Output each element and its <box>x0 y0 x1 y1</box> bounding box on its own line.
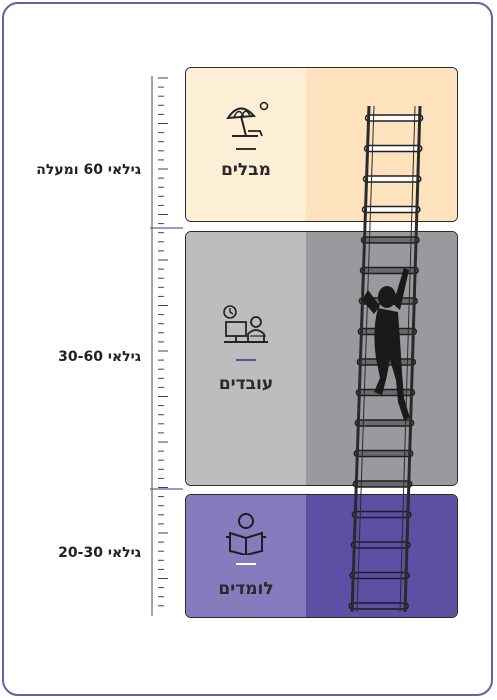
reading-person-icon <box>226 513 266 555</box>
climber-silhouette <box>362 268 410 420</box>
ladder-rung <box>362 175 422 183</box>
stage-working-title: עובדים <box>218 374 274 394</box>
right-rail-outer <box>403 105 422 613</box>
ladder-rung <box>364 114 424 122</box>
stage-studying-title: לומדים <box>218 579 274 599</box>
stage-studying-left <box>186 495 306 617</box>
ladder-rung <box>353 449 414 458</box>
left-rail <box>350 105 371 613</box>
stage-retired-left <box>186 68 306 221</box>
ladder-rung <box>359 266 419 275</box>
ladder-rung <box>348 602 409 610</box>
stage-studying-dash <box>236 563 256 565</box>
ladder-rung <box>349 571 410 580</box>
ladder-rung <box>352 480 413 488</box>
ladder-rung <box>350 541 411 549</box>
stage-retired-title: מבלים <box>221 160 271 180</box>
ladder-rung <box>351 510 412 519</box>
ladder-rung <box>363 144 423 153</box>
beach-umbrella-icon <box>226 101 269 137</box>
stage-working-dash <box>236 359 256 361</box>
ladder-rung <box>361 205 421 214</box>
age-label-studying: גילאי 20-30 <box>58 545 141 561</box>
stage-retired-dash <box>236 148 256 150</box>
age-label-working: גילאי 30-60 <box>58 349 141 365</box>
ladder-rung <box>360 236 420 244</box>
stage-working-left <box>186 232 306 485</box>
ladder-rung <box>355 388 416 397</box>
stage-retired-right <box>306 68 457 221</box>
age-label-retired: גילאי 60 ומעלה <box>36 162 141 178</box>
right-rail <box>356 105 375 613</box>
right-rail-inner <box>399 105 416 613</box>
ladder-rung <box>354 419 415 427</box>
office-worker-icon <box>223 305 268 343</box>
stage-retired: מבלים <box>185 67 458 222</box>
